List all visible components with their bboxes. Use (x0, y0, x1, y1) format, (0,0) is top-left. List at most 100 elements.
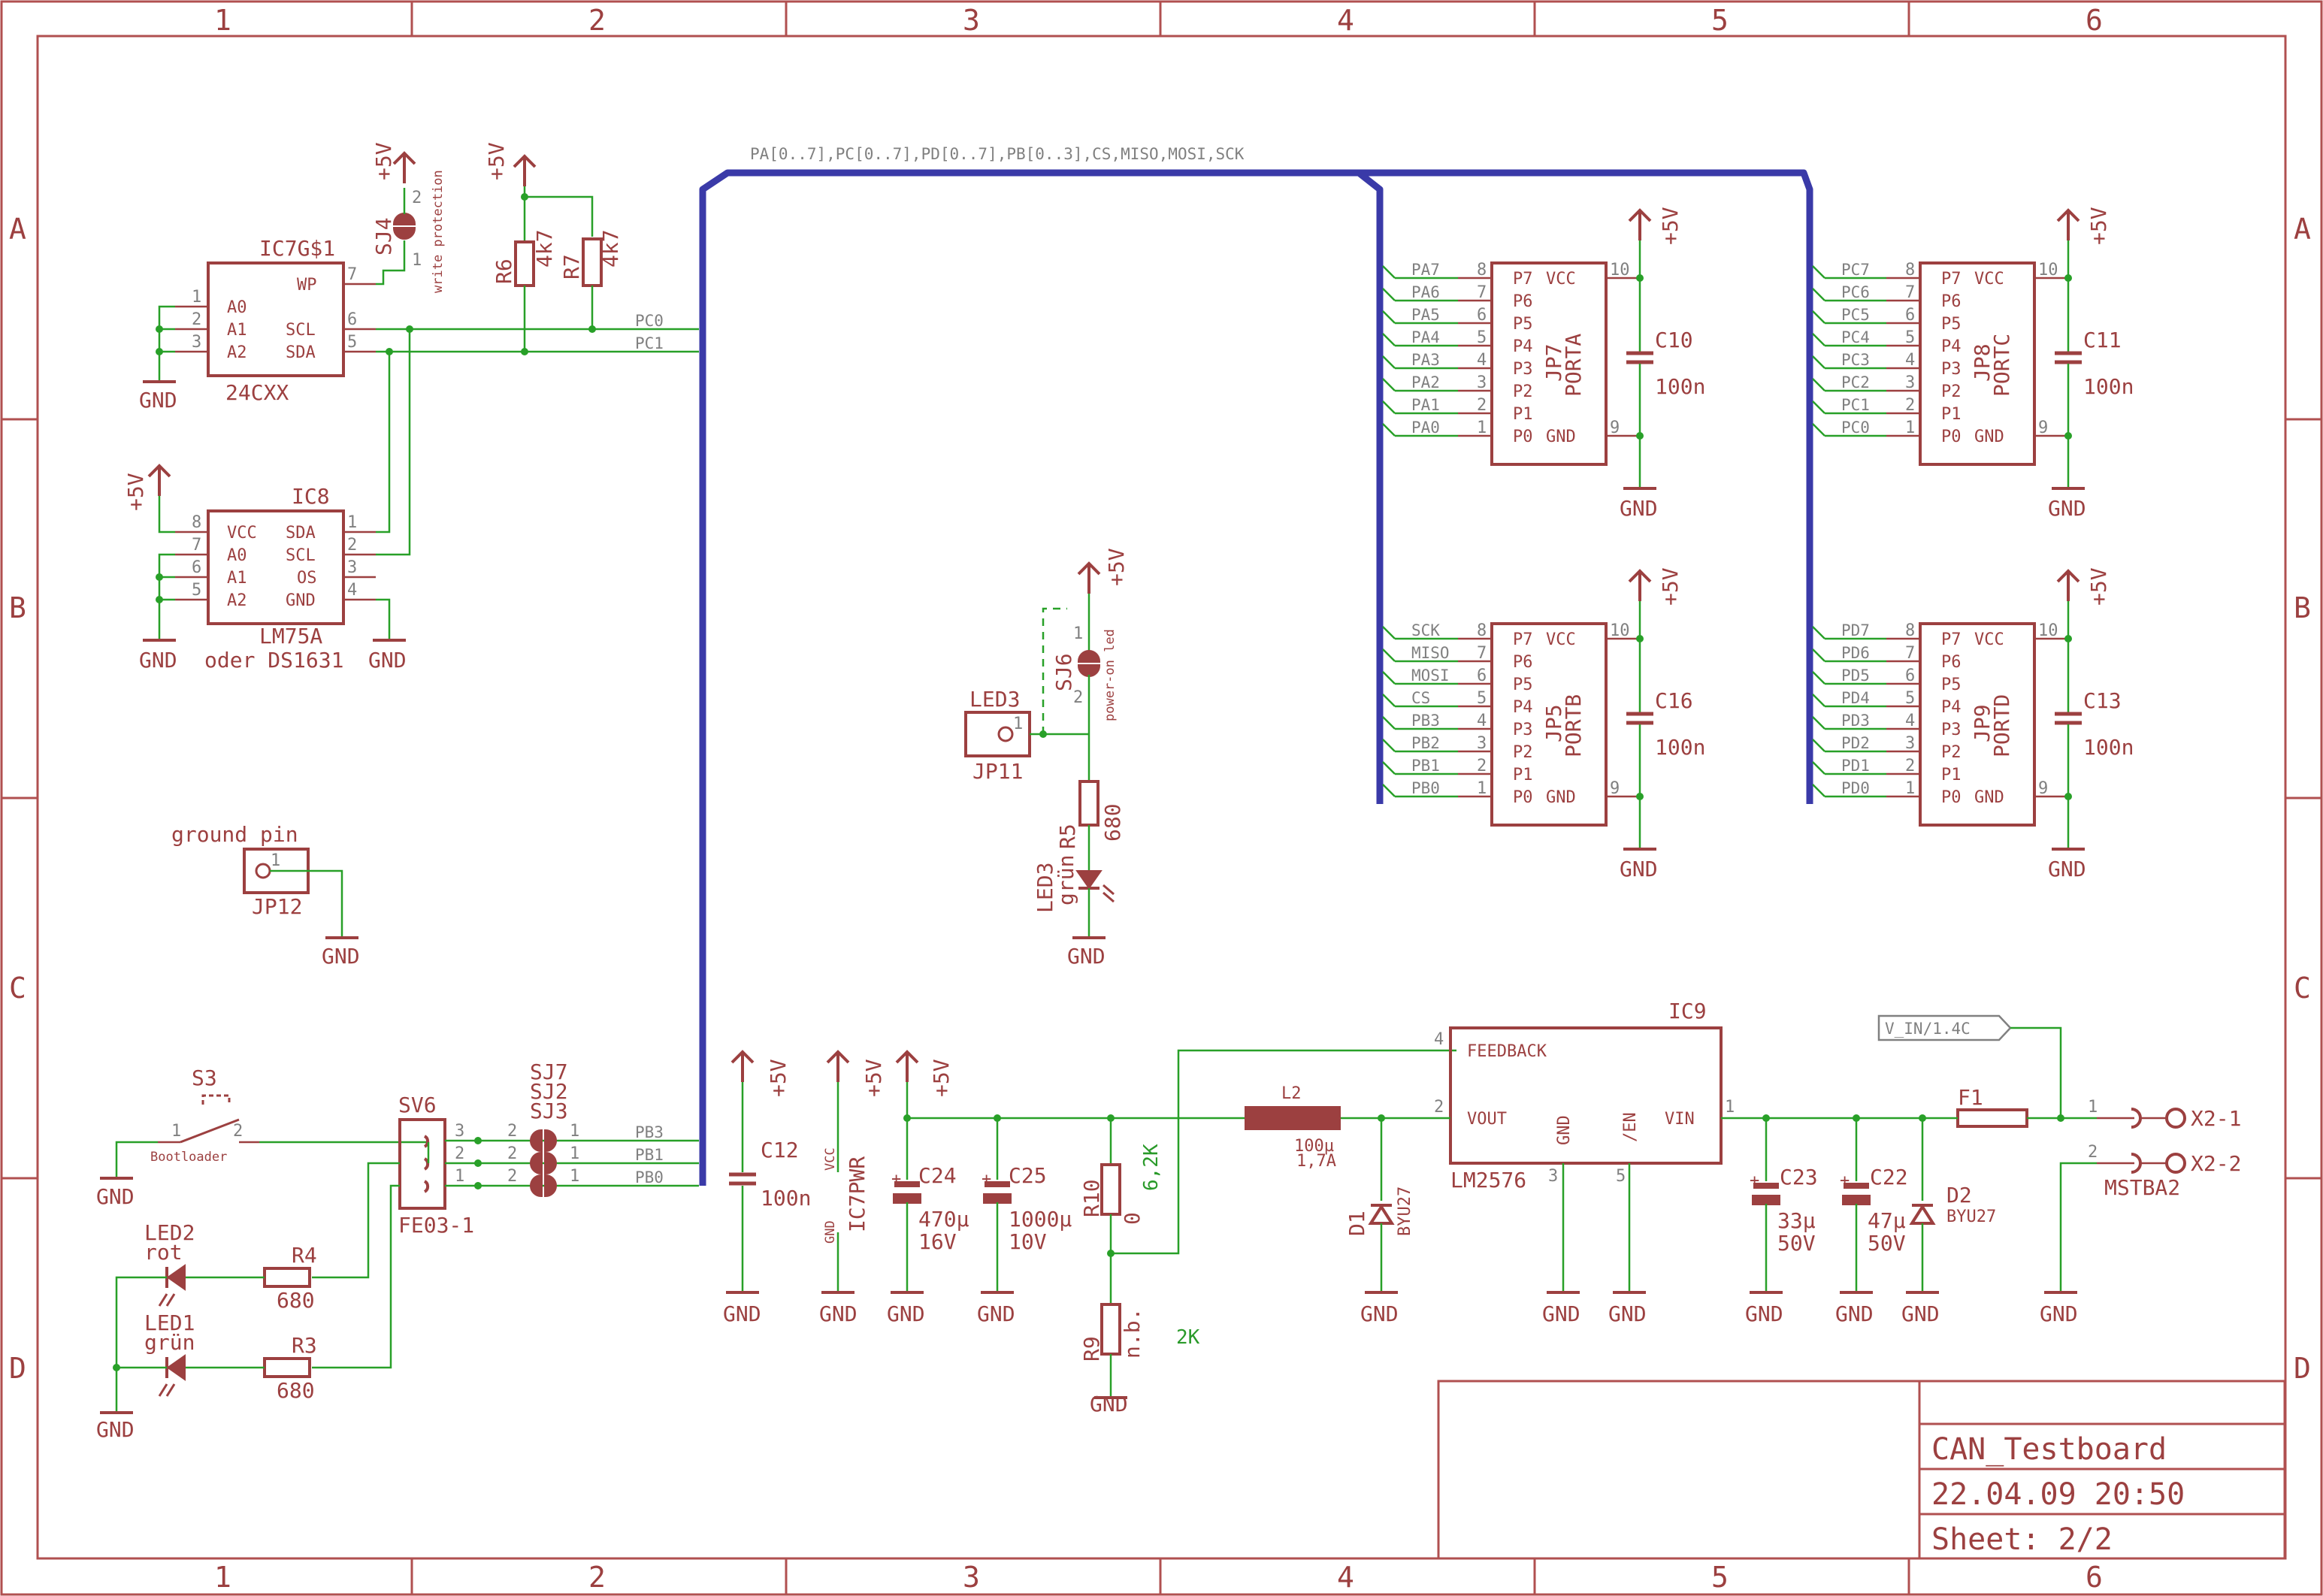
sj6-name: SJ6 (1051, 653, 1076, 691)
svg-text:GND: GND (977, 1301, 1015, 1326)
net-label: MISO (1411, 644, 1450, 662)
svg-text:1: 1 (171, 1122, 181, 1141)
svg-text:+5V: +5V (484, 142, 509, 180)
r10-value: 0 (1120, 1212, 1145, 1225)
pin-name: P1 (1941, 405, 1962, 424)
r9-annot: 2K (1176, 1326, 1200, 1349)
col-label: 3 (963, 1561, 980, 1594)
pin-number: 8 (1905, 261, 1915, 280)
svg-text:SJ7: SJ7 (530, 1059, 568, 1084)
svg-text:1: 1 (347, 513, 357, 532)
svg-text:1: 1 (570, 1122, 579, 1141)
gnd-pin-name: GND (1974, 428, 2004, 446)
net-label: PC3 (1841, 351, 1870, 369)
pin-number: 5 (1477, 689, 1487, 708)
svg-text:2: 2 (507, 1144, 517, 1163)
pin-name: P1 (1513, 405, 1533, 424)
pin-name: P6 (1513, 653, 1533, 672)
f1-name: F1 (1958, 1085, 1983, 1110)
svg-text:GND: GND (1090, 1392, 1128, 1416)
sj4-name: SJ4 (371, 217, 396, 255)
pin-name: P4 (1513, 698, 1533, 717)
net-label: PC5 (1841, 306, 1870, 324)
led2-name: LED2 (144, 1220, 195, 1245)
pin-number: 3 (1905, 734, 1915, 753)
net-label: PD1 (1841, 757, 1870, 775)
svg-text:2: 2 (455, 1144, 464, 1163)
gnd-label: GND (2048, 496, 2086, 521)
temp-wiring: +5V GND GND (123, 329, 411, 673)
svg-text:VOUT: VOUT (1467, 1110, 1507, 1129)
temp-value: LM75A (259, 624, 322, 648)
gnd-label: GND (2048, 857, 2086, 881)
svg-text:SCL: SCL (286, 546, 316, 565)
pin-name: P5 (1941, 315, 1962, 334)
net-label: PC4 (1841, 328, 1870, 346)
col-label: 4 (1337, 4, 1354, 37)
pin-name: P5 (1941, 676, 1962, 694)
r5-name: R5 (1055, 824, 1080, 849)
pin-name: P2 (1941, 743, 1962, 762)
pin-name: P2 (1513, 743, 1533, 762)
pin-name: P6 (1513, 292, 1533, 311)
pin-number: 4 (1477, 351, 1487, 370)
cap-name: C10 (1655, 328, 1693, 352)
s3-note: Bootloader (150, 1150, 227, 1165)
net-label: PB3 (1411, 712, 1440, 730)
svg-text:2: 2 (507, 1122, 517, 1141)
pin-number: 3 (1477, 734, 1487, 753)
svg-text:2: 2 (1434, 1098, 1444, 1117)
pin-number: 10 (1610, 261, 1630, 280)
pullup-resistors: +5V R6 4k7 R7 4k7 (484, 142, 623, 352)
pin-number: 2 (1477, 396, 1487, 415)
grid-labels: 1 2 3 4 5 6 1 2 3 4 5 6 A B C D A B C D (9, 4, 2311, 1594)
svg-text:5: 5 (1616, 1167, 1626, 1186)
pin-number: 2 (1477, 757, 1487, 775)
regulator-lm2576: IC9 LM2576 FEEDBACK VOUT VIN GND /EN 2 4… (1420, 999, 1954, 1326)
svg-text:A2: A2 (227, 591, 247, 610)
col-label: 2 (588, 4, 606, 37)
feedback-divider: GND R10 0 6,2K R9 n.b. 2K (1079, 1049, 1456, 1416)
vcc-label: +5V (2086, 207, 2111, 245)
pin-number: 1 (1905, 419, 1915, 437)
r7-name: R7 (559, 254, 584, 280)
svg-text:7: 7 (347, 265, 357, 284)
svg-text:4: 4 (1434, 1030, 1444, 1049)
svg-text:GND: GND (823, 1220, 838, 1244)
pin-number: 4 (1905, 712, 1915, 730)
col-label: 4 (1337, 1561, 1354, 1594)
pin-number: 9 (2038, 419, 2048, 437)
svg-text:A0: A0 (227, 298, 247, 317)
pin-number: 10 (1610, 621, 1630, 640)
c22-voltage: 50V (1868, 1231, 1906, 1256)
pin-number: 9 (2038, 779, 2048, 798)
svg-text:+: + (1840, 1171, 1850, 1190)
svg-text:+5V: +5V (929, 1059, 954, 1097)
svg-text:VCC: VCC (823, 1147, 838, 1171)
svg-text:GND: GND (819, 1301, 858, 1326)
sheet-number: Sheet: 2/2 (1931, 1522, 2113, 1557)
solder-jumper-sj4: +5V SJ4 write protection 1 2 (371, 142, 446, 293)
svg-text:GND: GND (1542, 1301, 1580, 1326)
pin-number: 10 (2038, 261, 2058, 280)
r3-name: R3 (292, 1333, 317, 1358)
c25-name: C25 (1009, 1163, 1047, 1188)
svg-text:2: 2 (233, 1122, 243, 1141)
vcc-pin-name: VCC (1974, 270, 2004, 289)
net-label: PC2 (1841, 373, 1870, 391)
cap-value: 100n (1655, 374, 1705, 399)
gnd-label: GND (1620, 496, 1658, 521)
svg-text:1: 1 (1073, 624, 1083, 643)
header-port: PORTC (1989, 334, 2014, 397)
c23-name: C23 (1780, 1165, 1818, 1189)
gnd-label: GND (139, 388, 177, 413)
pin-number: 1 (1905, 779, 1915, 798)
cap-name: C13 (2083, 688, 2122, 713)
svg-text:GND: GND (1608, 1301, 1647, 1326)
net-label: SCK (1411, 621, 1440, 639)
input-connector: F1 V_IN/1.4C 1 X2-1 2 X2-2 MSTBA2 GND (1877, 1014, 2241, 1326)
svg-text:1: 1 (570, 1167, 579, 1186)
